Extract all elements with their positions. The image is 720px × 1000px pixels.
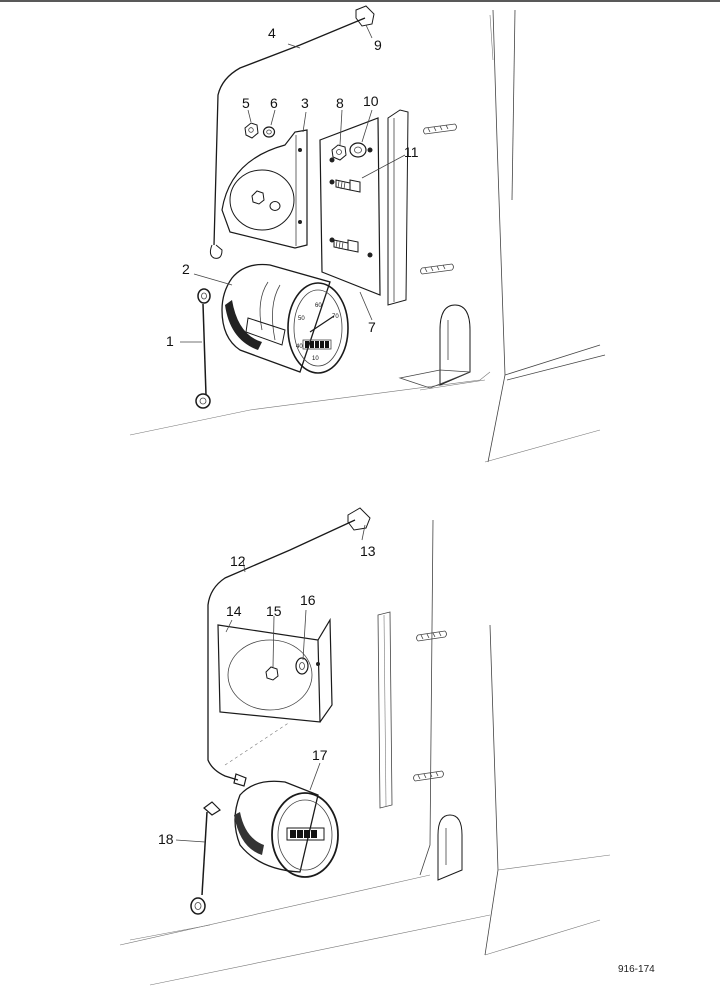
hourmeter-washer [295,657,309,675]
callout-15: 15 [266,603,282,619]
dial-label-70: 70 [332,314,339,320]
callout-2: 2 [182,261,190,277]
plate-bolt-upper [335,179,361,193]
callout-16: 16 [300,592,316,608]
lower-leaders [175,524,366,843]
callout-5: 5 [242,95,250,111]
callout-4: 4 [268,25,276,41]
cable-connector [355,5,375,27]
upper-trim-strip [387,109,409,306]
callout-11: 11 [404,144,419,160]
hourmeter-counter-window [290,830,317,838]
odometer-window [305,341,329,348]
hourmeter-nut [265,666,279,681]
hourmeter-bracket [217,617,333,723]
bracket-washer [262,126,276,138]
callout-12: 12 [230,553,246,569]
callout-6: 6 [270,95,278,111]
speedo-cable [209,17,366,259]
hourmeter-cable [207,519,356,787]
hourmeter-earth-lead [190,801,221,915]
callout-1: 1 [166,333,174,349]
mounting-plate [319,117,381,296]
callout-3: 3 [301,95,309,111]
dial-label-60: 60 [315,303,322,309]
callout-8: 8 [336,95,344,111]
hourmeter-cable-connector [347,507,371,531]
speedometer: 60 50 70 40 10 [221,263,349,374]
earth-lead [195,288,211,409]
dial-label-10: 10 [312,356,319,362]
lower-trim-strip [377,611,393,809]
plate-nut [331,144,347,161]
dial-label-40: 40 [296,344,303,350]
bracket-nut [244,122,259,139]
upper-assembly: 60 50 70 40 10 1 2 3 4 5 6 7 8 9 [129,5,606,463]
callout-10: 10 [363,93,379,109]
hour-meter [234,780,339,878]
plate-washer [349,142,367,158]
callout-13: 13 [360,543,376,559]
upper-cab-panel [129,9,606,463]
callout-18: 18 [158,831,174,847]
gauge-bracket [221,129,308,249]
lower-assembly: 12 13 14 15 16 17 18 [119,507,611,986]
lower-cab-panel [119,519,611,986]
plate-bolt-lower [333,239,359,253]
upper-leaders [180,24,406,343]
callout-14: 14 [226,603,242,619]
callout-7: 7 [368,319,376,335]
dial-label-50: 50 [298,316,305,322]
callout-17: 17 [312,747,328,763]
figure-reference: 916-174 [618,964,655,975]
callout-9: 9 [374,37,382,53]
